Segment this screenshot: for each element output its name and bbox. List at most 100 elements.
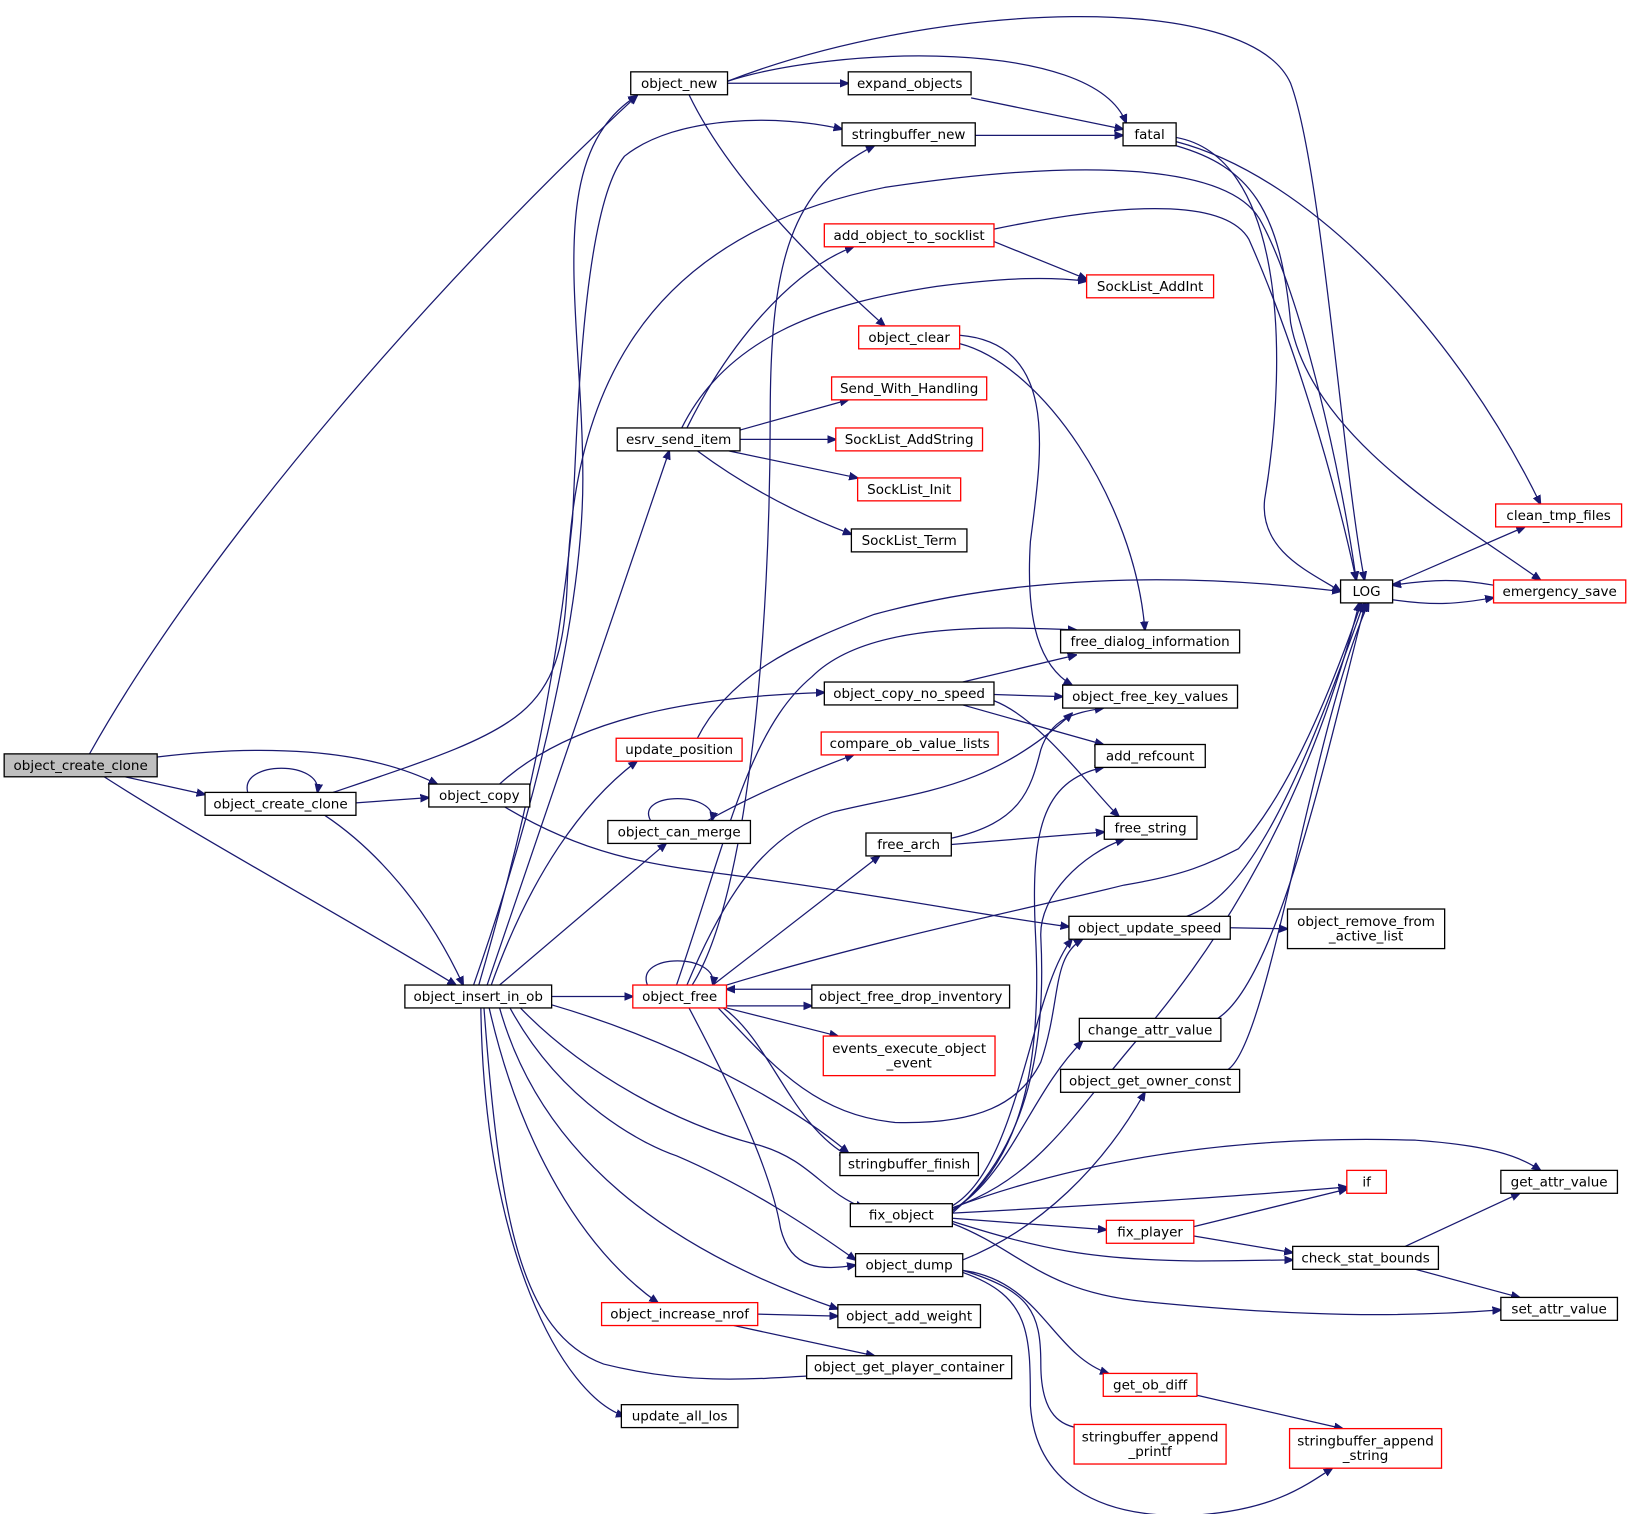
node-LOG[interactable]: LOG: [1339, 579, 1394, 604]
edge-object_insert_in_ob-to-object_can_merge: [499, 843, 667, 986]
node-esrv-send-item[interactable]: esrv_send_item: [616, 427, 741, 452]
node-object-free-key-values[interactable]: object_free_key_values: [1062, 684, 1239, 709]
node-clean-tmp-files[interactable]: clean_tmp_files: [1495, 503, 1623, 528]
edge-object_dump-to-get_ob_diff: [962, 1269, 1109, 1373]
edge-object_free-to-LOG: [726, 603, 1361, 986]
edge-object_insert_in_ob-to-stringbuffer_finish: [551, 1004, 849, 1153]
node-free-dialog-information[interactable]: free_dialog_information: [1059, 629, 1241, 654]
node-add-object-to-socklist[interactable]: add_object_to_socklist: [823, 223, 995, 248]
node-label: emergency_save: [1503, 584, 1617, 600]
edge-object_new-to-object_clear: [688, 94, 885, 326]
edge-esrv_send_item-to-SockList_Init: [728, 450, 858, 478]
edge-fix_object-to-change_attr_value: [952, 1041, 1082, 1211]
node-object-insert-in-ob[interactable]: object_insert_in_ob: [404, 984, 553, 1009]
node-object-get-player-container[interactable]: object_get_player_container: [805, 1355, 1013, 1380]
node-label: object_free_drop_inventory: [819, 989, 1002, 1005]
node-label: SockList_AddString: [845, 432, 974, 448]
edge-object_create_clone-to-object_copy: [355, 798, 429, 804]
node-fix-player[interactable]: fix_player: [1105, 1219, 1195, 1244]
node-object-copy-no-speed[interactable]: object_copy_no_speed: [823, 681, 995, 706]
node-check-stat-bounds[interactable]: check_stat_bounds: [1292, 1245, 1440, 1270]
edge-object_increase_nrof-to-object_get_player_container: [733, 1324, 875, 1356]
node-free-arch[interactable]: free_arch: [865, 832, 952, 857]
edge-fatal-to-LOG: [1176, 136, 1340, 591]
node-box: [1103, 815, 1198, 840]
node-object-increase-nrof[interactable]: object_increase_nrof: [600, 1301, 759, 1327]
node-object-dump[interactable]: object_dump: [854, 1253, 964, 1278]
node-box: [850, 528, 968, 553]
node-stringbuffer-append-string[interactable]: stringbuffer_append_string: [1288, 1427, 1443, 1469]
node-box: [1292, 1245, 1440, 1270]
node-box: [835, 427, 984, 452]
edge-get_ob_diff-to-stringbuffer_append_string: [1196, 1394, 1343, 1428]
edge-fix_object-to-free_string: [951, 839, 1124, 1214]
node-change-attr-value[interactable]: change_attr_value: [1078, 1017, 1222, 1042]
node-object-copy[interactable]: object_copy: [428, 783, 531, 808]
node-label: SockList_Init: [867, 482, 951, 498]
node-label: fix_player: [1117, 1224, 1183, 1240]
node-get-ob-diff[interactable]: get_ob_diff: [1102, 1372, 1198, 1397]
node-label: object_copy_no_speed: [833, 686, 985, 702]
node-events-execute-object-event[interactable]: events_execute_object_event: [822, 1035, 996, 1077]
node-object-remove-from-active-list[interactable]: object_remove_from_active_list: [1286, 908, 1446, 950]
node-SockList-Init[interactable]: SockList_Init: [856, 477, 962, 502]
node-label: object_free: [642, 989, 717, 1005]
node-get-attr-value[interactable]: get_attr_value: [1500, 1169, 1619, 1194]
node-fix-object[interactable]: fix_object: [849, 1203, 953, 1228]
node-object-get-owner-const[interactable]: object_get_owner_const: [1059, 1068, 1241, 1093]
node-object-free-drop-inventory[interactable]: object_free_drop_inventory: [811, 984, 1011, 1009]
node-SockList-AddInt[interactable]: SockList_AddInt: [1085, 274, 1215, 299]
node-object-can-merge[interactable]: object_can_merge: [607, 819, 752, 845]
edge-object_insert_in_ob-to-update_position: [490, 761, 637, 986]
node-object-new[interactable]: object_new: [630, 71, 729, 96]
node-stringbuffer-new[interactable]: stringbuffer_new: [841, 122, 976, 147]
node-add-refcount[interactable]: add_refcount: [1094, 743, 1206, 769]
node-emergency-save[interactable]: emergency_save: [1492, 579, 1627, 604]
node-compare-ob-value-lists[interactable]: compare_ob_value_lists: [820, 731, 999, 756]
node-object-create-clone[interactable]: object_create_clone: [204, 791, 357, 816]
node-update-position[interactable]: update_position: [615, 737, 743, 762]
node-object-update-speed[interactable]: object_update_speed: [1068, 915, 1231, 940]
node-box: [823, 681, 995, 706]
edge-object_free-to-events_execute_object_event: [726, 1007, 837, 1036]
node-label: object_increase_nrof: [610, 1307, 750, 1323]
edge-fix_object-to-LOG: [952, 603, 1359, 1209]
node-object-clear[interactable]: object_clear: [858, 325, 961, 350]
node-stringbuffer-finish[interactable]: stringbuffer_finish: [839, 1152, 980, 1177]
node-object-create-clone-root[interactable]: object_create_clone: [3, 753, 158, 778]
node-box: [839, 1152, 980, 1177]
edge-object_new-to-LOG: [727, 16, 1365, 580]
edge-object_free-to-object_free_key_values: [686, 713, 1072, 986]
edge-object_can_merge-to-object_can_merge: [647, 798, 713, 821]
node-stringbuffer-append-printf[interactable]: stringbuffer_append_printf: [1073, 1423, 1227, 1465]
node-label: update_position: [625, 742, 733, 758]
node-update-all-los[interactable]: update_all_los: [620, 1404, 739, 1429]
edge-object_copy_no_speed-to-free_dialog_information: [962, 655, 1076, 683]
node-expand-objects[interactable]: expand_objects: [847, 71, 972, 96]
node-Send-With-Handling[interactable]: Send_With_Handling: [830, 376, 988, 401]
node-box: [837, 1304, 982, 1329]
edge-object_dump-to-stringbuffer_append_printf: [962, 1269, 1083, 1428]
edge-change_attr_value-to-LOG: [1217, 603, 1366, 1019]
edge-LOG-to-emergency_save: [1392, 598, 1494, 605]
node-label: get_attr_value: [1511, 1174, 1608, 1190]
edge-object_insert_in_ob-to-object_increase_nrof: [488, 1007, 658, 1303]
edge-fix_object-to-if: [952, 1187, 1346, 1214]
node-box: [1500, 1169, 1619, 1194]
node-label: add_object_to_socklist: [834, 228, 985, 244]
node-free-string[interactable]: free_string: [1103, 815, 1198, 840]
edge-object_increase_nrof-to-object_add_weight: [757, 1314, 838, 1316]
node-object-free[interactable]: object_free: [632, 984, 728, 1009]
node-object-add-weight[interactable]: object_add_weight: [837, 1304, 982, 1329]
node-fatal[interactable]: fatal: [1122, 122, 1177, 147]
node-label: stringbuffer_new: [852, 127, 966, 143]
node-label: if: [1362, 1174, 1372, 1190]
node-SockList-AddString[interactable]: SockList_AddString: [835, 427, 984, 452]
node-SockList-Term[interactable]: SockList_Term: [850, 528, 968, 553]
node-set-attr-value[interactable]: set_attr_value: [1500, 1296, 1619, 1321]
edge-object_copy_no_speed-to-add_refcount: [962, 704, 1104, 745]
edge-check_stat_bounds-to-set_attr_value: [1415, 1268, 1520, 1297]
node-label: stringbuffer_append: [1297, 1434, 1434, 1450]
node-label: fatal: [1134, 127, 1164, 143]
node-if[interactable]: if: [1346, 1169, 1388, 1194]
